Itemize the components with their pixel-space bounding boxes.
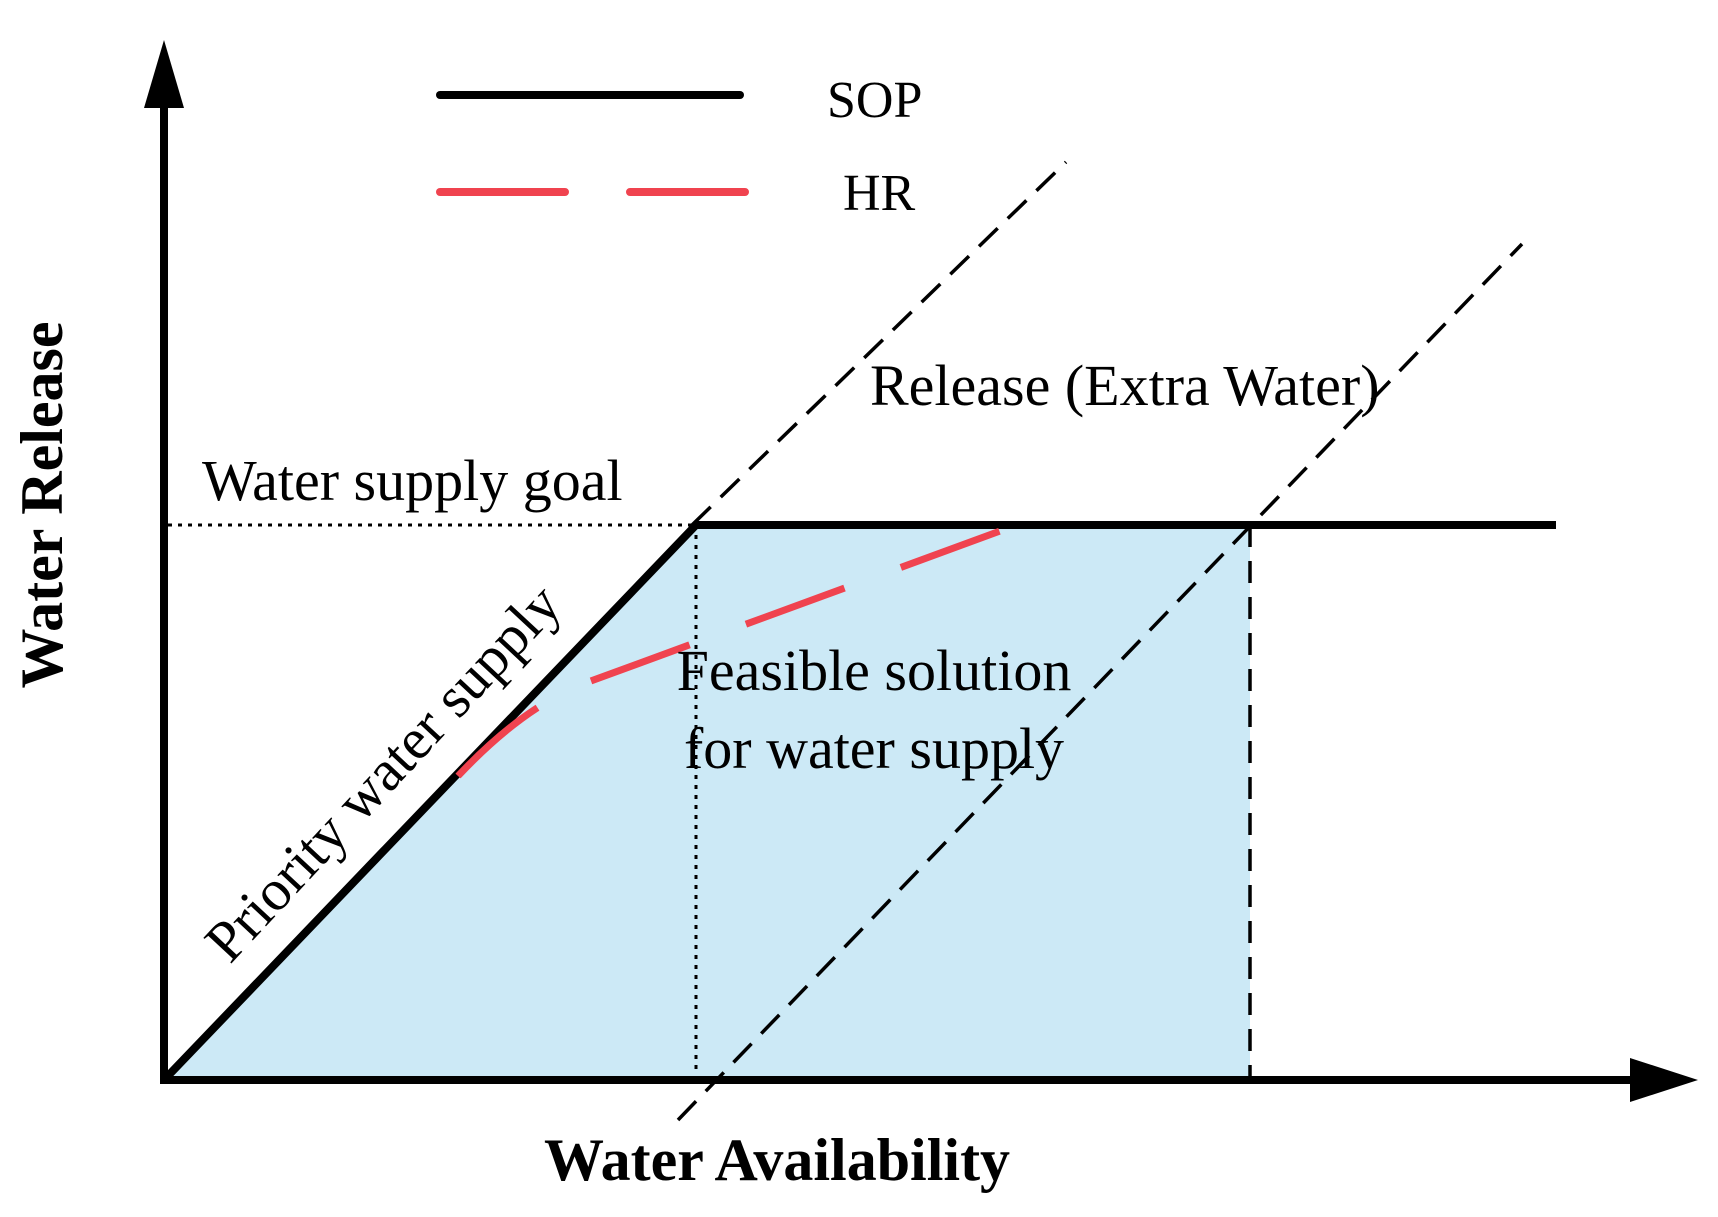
water-supply-goal-label: Water supply goal <box>202 448 623 513</box>
x-axis-arrow-icon <box>1630 1058 1698 1102</box>
feasible-solution-label-line1: Feasible solution <box>677 638 1072 703</box>
y-axis-arrow-icon <box>144 40 184 108</box>
x-axis-title: Water Availability <box>544 1127 1010 1193</box>
y-axis-title: Water Release <box>9 321 75 688</box>
extra-water-lower-dashed-line <box>676 242 1524 1122</box>
feasible-solution-label-line2: for water supply <box>684 716 1064 781</box>
extra-water-upper-dashed-line <box>690 160 1068 527</box>
feasible-region <box>164 525 1250 1080</box>
legend: SOP HR <box>436 72 922 222</box>
hr-curve <box>455 519 1024 779</box>
sop-line <box>161 521 1556 1083</box>
release-extra-water-label: Release (Extra Water) <box>870 353 1380 418</box>
legend-sop-label: SOP <box>827 72 922 129</box>
legend-hr-label: HR <box>843 165 916 222</box>
